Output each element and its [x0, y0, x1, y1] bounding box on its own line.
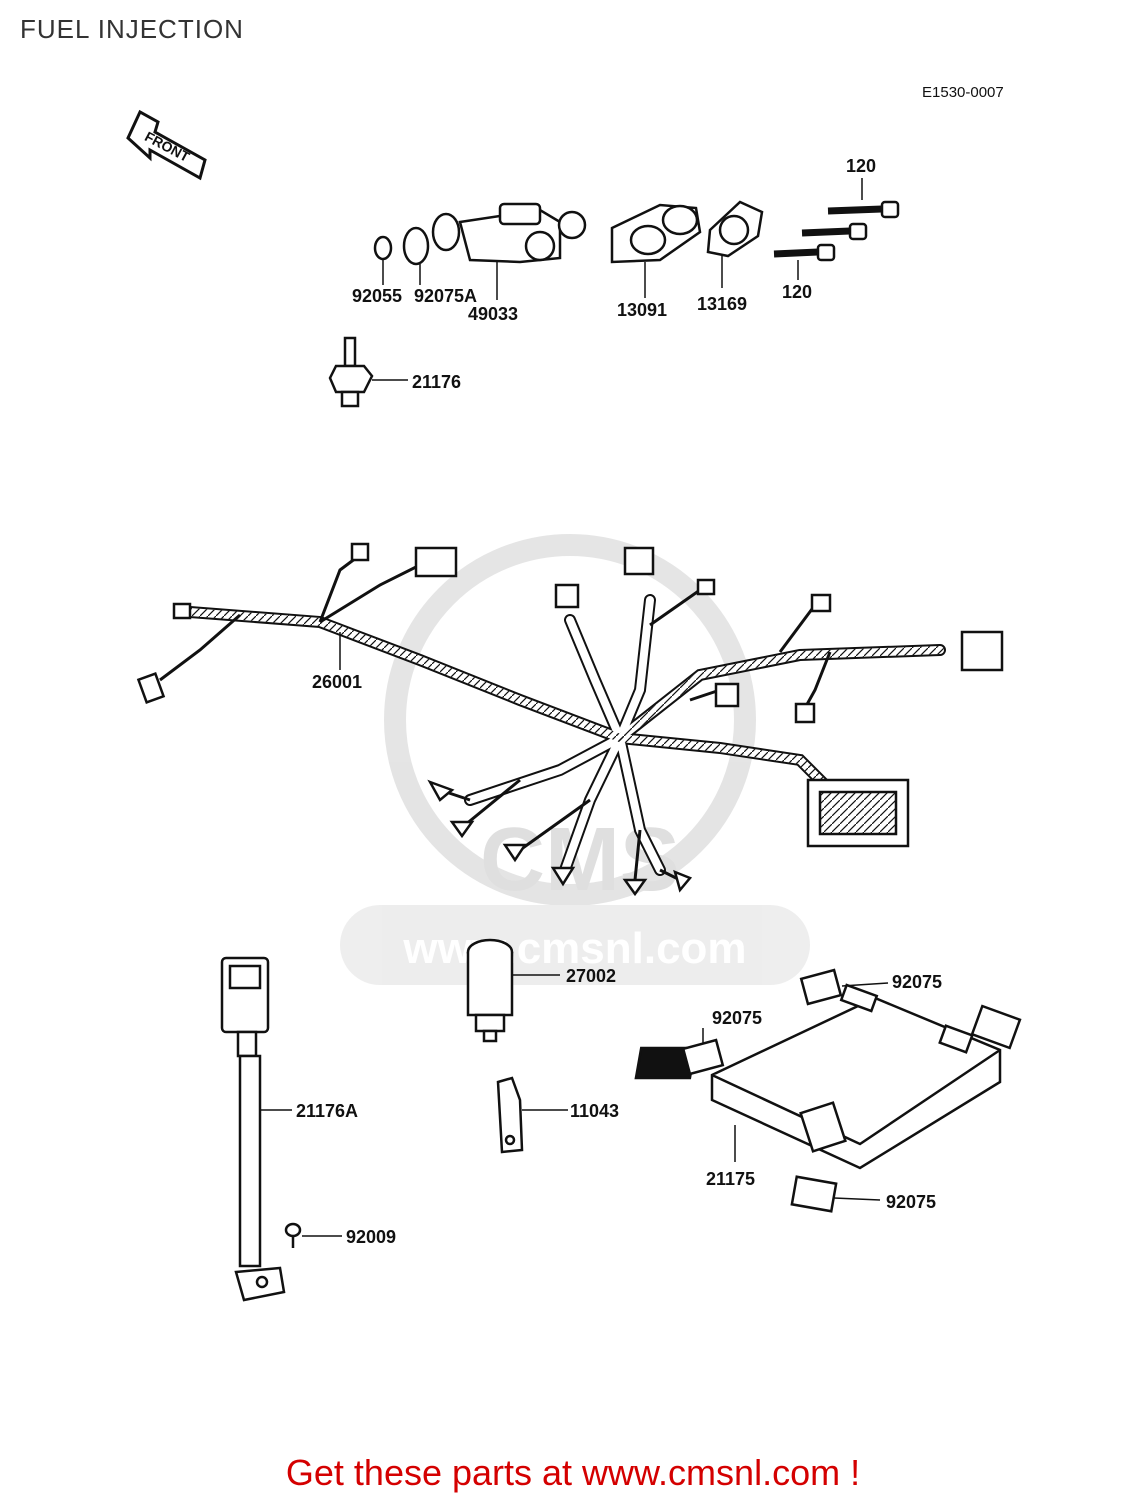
label-92075-b: 92075	[712, 1008, 762, 1028]
label-13169: 13169	[697, 294, 747, 314]
part-21176A-sensor	[220, 956, 292, 1302]
part-27002-switch	[466, 938, 560, 1043]
label-11043: 11043	[570, 1101, 619, 1121]
label-120-bottom: 120	[782, 282, 812, 302]
label-26001: 26001	[312, 672, 362, 692]
part-26001-harness	[136, 542, 1004, 897]
label-21176A: 21176A	[296, 1101, 358, 1121]
watermark-url: www.cmsnl.com	[402, 924, 746, 973]
promo-text[interactable]: Get these parts at www.cmsnl.com !	[285, 1452, 861, 1493]
part-92009-screw	[284, 1222, 342, 1248]
part-92055-washer	[373, 235, 393, 261]
label-21175: 21175	[706, 1169, 755, 1189]
part-21176-sensor	[328, 336, 408, 408]
promo-link[interactable]: Get these parts at www.cmsnl.com !	[0, 1452, 1146, 1494]
injector-leaders	[382, 178, 863, 300]
label-92075-c: 92075	[886, 1192, 936, 1212]
part-120-bolts	[773, 200, 900, 262]
page-title: FUEL INJECTION	[20, 14, 244, 44]
label-120-top: 120	[846, 156, 876, 176]
label-92055: 92055	[352, 286, 402, 306]
label-13091: 13091	[617, 300, 667, 320]
injector-group	[373, 200, 900, 266]
part-21175-control-unit	[634, 968, 1022, 1213]
label-27002: 27002	[566, 966, 616, 986]
label-92075-a: 92075	[892, 972, 942, 992]
front-arrow: FRONT	[126, 109, 207, 181]
part-11043-bracket	[496, 1076, 568, 1154]
part-labels: 92055 92075A 49033 13091 13169 120 120 2…	[296, 156, 942, 1247]
watermark: CMS www.cmsnl.com	[340, 534, 810, 985]
part-92075A-oring	[402, 226, 430, 266]
label-21176: 21176	[412, 372, 461, 392]
label-49033: 49033	[468, 304, 518, 324]
diagram-code: E1530-0007	[922, 84, 1004, 101]
label-92075A: 92075A	[414, 286, 477, 306]
label-92009: 92009	[346, 1227, 396, 1247]
